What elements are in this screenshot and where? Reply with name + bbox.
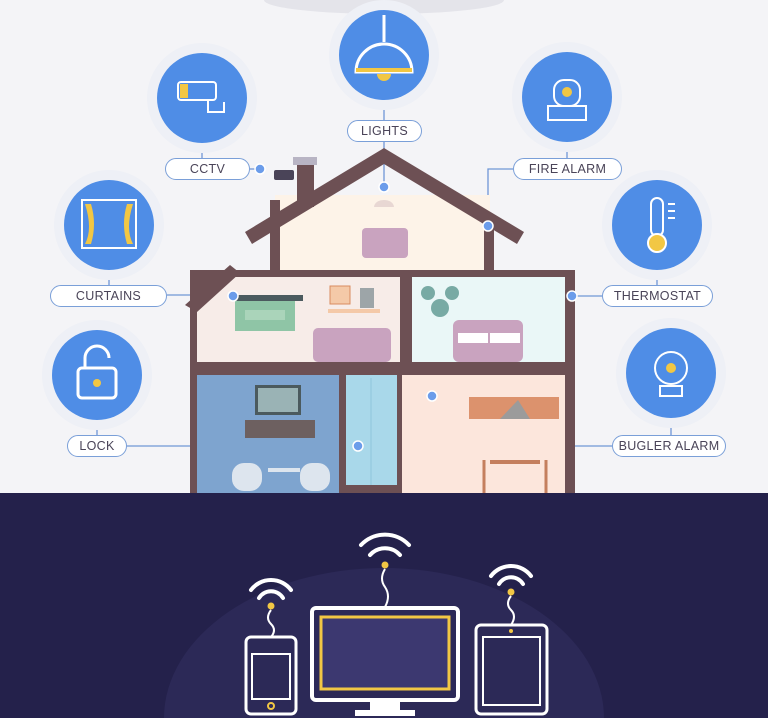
smartphone-icon xyxy=(244,635,298,716)
label-lights: LIGHTS xyxy=(347,120,422,142)
label-lock: LOCK xyxy=(67,435,127,457)
padlock-icon xyxy=(42,320,152,430)
monitor-icon xyxy=(310,606,460,716)
label-curtains: CURTAINS xyxy=(50,285,167,307)
curtains-icon xyxy=(54,170,164,280)
thermometer-icon xyxy=(602,170,712,280)
fire-alarm-icon xyxy=(512,42,622,152)
wifi-icon xyxy=(249,532,533,600)
label-bugler-alarm: BUGLER ALARM xyxy=(612,435,726,457)
feature-circles xyxy=(42,0,726,430)
house xyxy=(185,148,575,493)
label-fire-alarm: FIRE ALARM xyxy=(513,158,622,180)
tablet-icon xyxy=(474,623,549,716)
label-cctv: CCTV xyxy=(165,158,250,180)
cctv-camera-icon xyxy=(147,43,257,153)
label-thermostat: THERMOSTAT xyxy=(602,285,713,307)
alarm-bell-icon xyxy=(616,318,726,428)
pendant-lamp-icon xyxy=(329,0,439,110)
